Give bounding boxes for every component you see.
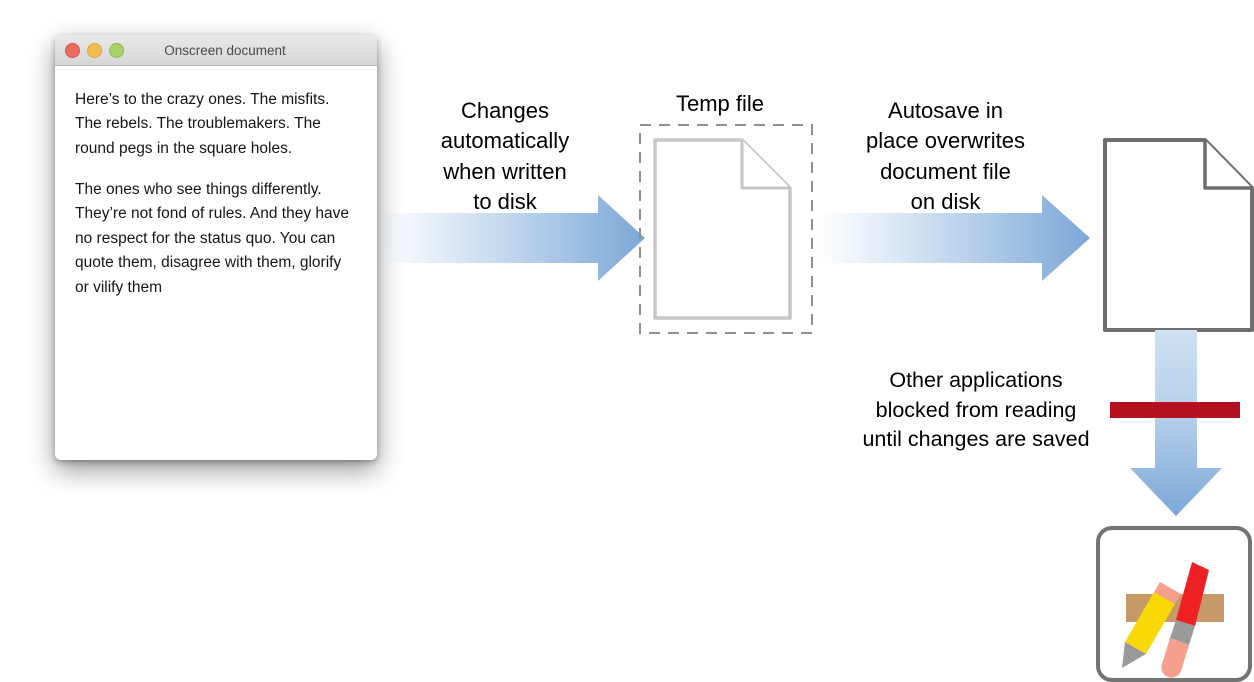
blocked-indicator-bar	[1110, 402, 1240, 418]
close-button[interactable]	[65, 42, 80, 58]
document-paragraph: Here’s to the crazy ones. The misfits. T…	[75, 91, 330, 157]
label-other-applications-blocked: Other applications blocked from reading …	[862, 368, 1090, 452]
document-page	[1103, 138, 1254, 332]
onscreen-document-window[interactable]: Onscreen document Here’s to the crazy on…	[55, 35, 377, 460]
document-file-on-disk	[1103, 138, 1254, 332]
pen-icon	[1161, 562, 1209, 678]
temp-file-page	[653, 138, 792, 320]
temp-file-fold	[740, 140, 790, 190]
window-titlebar[interactable]: Onscreen document	[55, 35, 377, 66]
minimize-button[interactable]	[87, 42, 102, 58]
zoom-button[interactable]	[109, 42, 124, 58]
document-fold	[1203, 140, 1252, 190]
app-icon-frame	[1096, 526, 1252, 682]
document-text-area[interactable]: Here’s to the crazy ones. The misfits. T…	[55, 66, 377, 300]
label-temp-file: Temp file	[675, 91, 765, 116]
textedit-app-icon	[1096, 526, 1252, 682]
temp-file-group	[639, 124, 813, 334]
label-autosave-in-place: Autosave in place overwrites document fi…	[866, 98, 1025, 215]
temp-file-dashed-box	[639, 124, 813, 334]
label-changes-written-to-disk: Changes automatically when written to di…	[440, 98, 570, 215]
arrow-document-to-app	[1130, 330, 1222, 516]
document-paragraph: The ones who see things differently. The…	[75, 180, 350, 296]
ruler-icon	[1126, 594, 1224, 622]
pencil-icon	[1122, 582, 1181, 668]
window-traffic-lights	[65, 42, 124, 58]
